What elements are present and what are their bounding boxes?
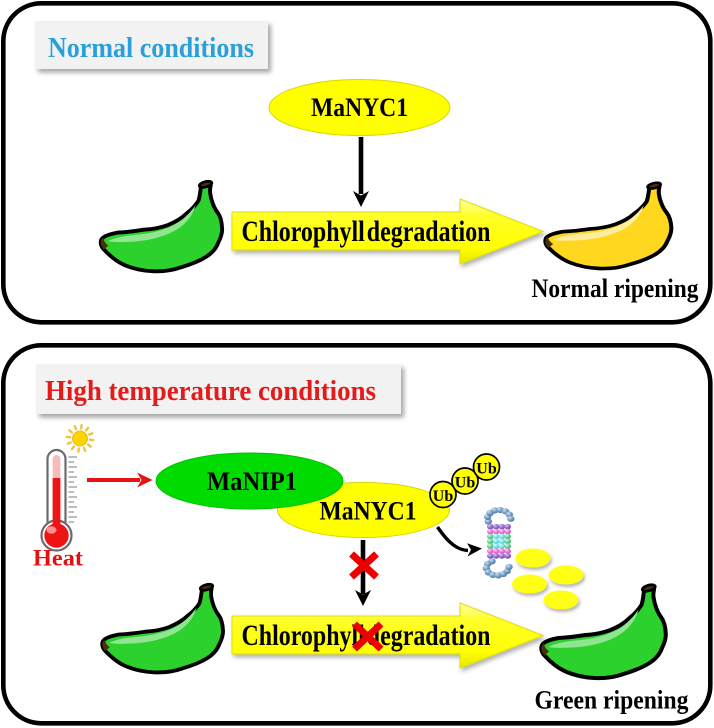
svg-text:MaNYC1: MaNYC1: [311, 92, 408, 122]
svg-text:Normal conditions: Normal conditions: [48, 33, 254, 64]
svg-text:Ub: Ub: [476, 461, 497, 478]
svg-text:Ub: Ub: [433, 488, 454, 505]
svg-text:Heat: Heat: [33, 546, 83, 571]
svg-text:Green ripening: Green ripening: [535, 685, 689, 715]
svg-text:Normal ripening: Normal ripening: [532, 274, 699, 303]
svg-text:High temperature conditions: High temperature conditions: [45, 376, 376, 407]
svg-text:MaNIP1: MaNIP1: [207, 466, 297, 496]
svg-text:MaNYC1: MaNYC1: [320, 496, 417, 526]
svg-text:Chlorophyll degradation: Chlorophyll degradation: [242, 215, 491, 248]
svg-text:Ub: Ub: [455, 475, 476, 492]
